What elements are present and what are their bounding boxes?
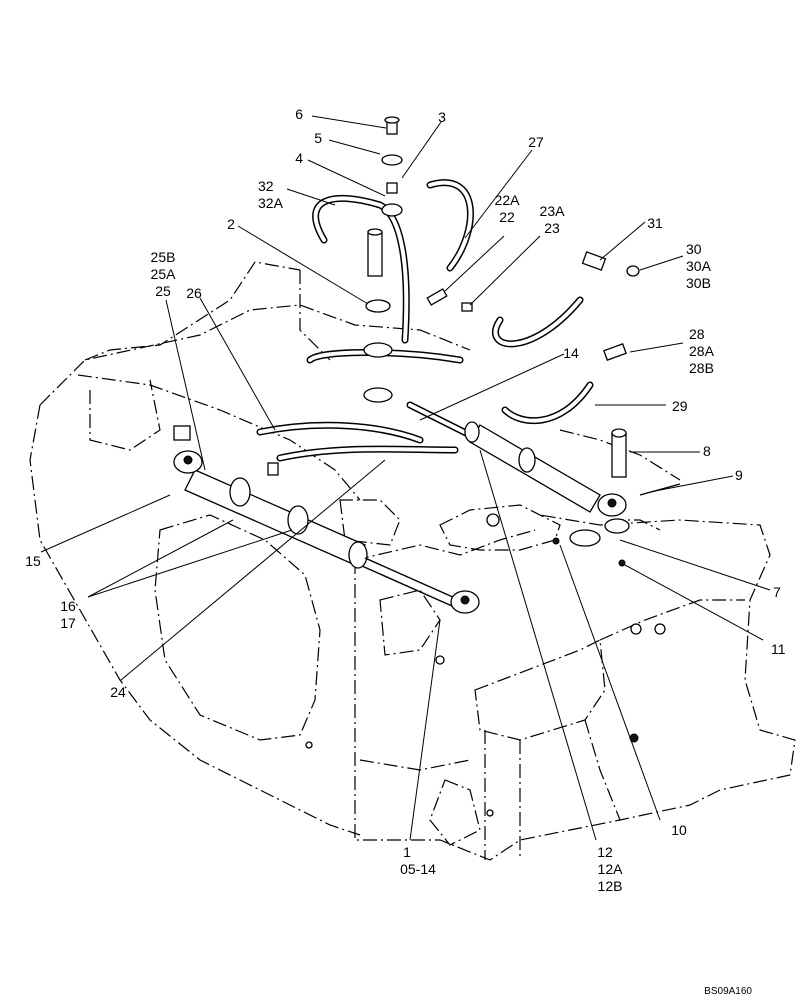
callout-7: 7 <box>773 584 781 600</box>
callout-24: 24 <box>110 684 126 700</box>
callout-17: 17 <box>60 615 76 631</box>
loader-frame-outline <box>29 261 796 861</box>
callout-27: 27 <box>528 134 544 150</box>
callout-12a: 12A <box>598 861 624 877</box>
callout-29: 29 <box>672 398 688 414</box>
callout-28a: 28A <box>689 343 715 359</box>
callout-22a: 22A <box>495 192 521 208</box>
callout-1: 1 <box>403 844 411 860</box>
callout-16: 16 <box>60 598 76 614</box>
callout-12b: 12B <box>598 878 623 894</box>
callout-32a: 32A <box>258 195 284 211</box>
callout-25a: 25A <box>151 266 177 282</box>
callout-3: 3 <box>438 109 446 125</box>
callout-6: 6 <box>295 106 303 122</box>
callout-labels: 6 5 3 4 27 32 32A 22A 22 23A 23 2 31 30 … <box>25 106 786 894</box>
callout-25b: 25B <box>151 249 176 265</box>
callout-30: 30 <box>686 241 702 257</box>
callout-22: 22 <box>499 209 515 225</box>
callout-8: 8 <box>703 443 711 459</box>
callout-9: 9 <box>735 467 743 483</box>
callout-28b: 28B <box>689 360 714 376</box>
callout-23: 23 <box>544 220 560 236</box>
callout-30b: 30B <box>686 275 711 291</box>
callout-32: 32 <box>258 178 274 194</box>
callout-5: 5 <box>314 130 322 146</box>
hydraulic-hoses <box>256 179 594 462</box>
callout-2: 2 <box>227 216 235 232</box>
fittings <box>173 251 681 817</box>
callout-31: 31 <box>647 215 663 231</box>
callout-4: 4 <box>295 150 303 166</box>
callout-26: 26 <box>186 285 202 301</box>
leader-lines <box>40 115 771 841</box>
steering-cylinder-left <box>173 450 480 614</box>
callout-25: 25 <box>155 283 171 299</box>
steering-cylinder-right <box>464 421 630 547</box>
callout-30a: 30A <box>686 258 712 274</box>
callout-28: 28 <box>689 326 705 342</box>
callout-05-14: 05-14 <box>400 861 436 877</box>
figure-code: BS09A160 <box>704 986 752 997</box>
center-pivot-stack <box>363 116 403 403</box>
callout-23a: 23A <box>540 203 566 219</box>
callout-15: 15 <box>25 553 41 569</box>
callout-12: 12 <box>597 844 613 860</box>
callout-11: 11 <box>771 641 786 657</box>
callout-10: 10 <box>671 822 687 838</box>
callout-14: 14 <box>563 345 579 361</box>
